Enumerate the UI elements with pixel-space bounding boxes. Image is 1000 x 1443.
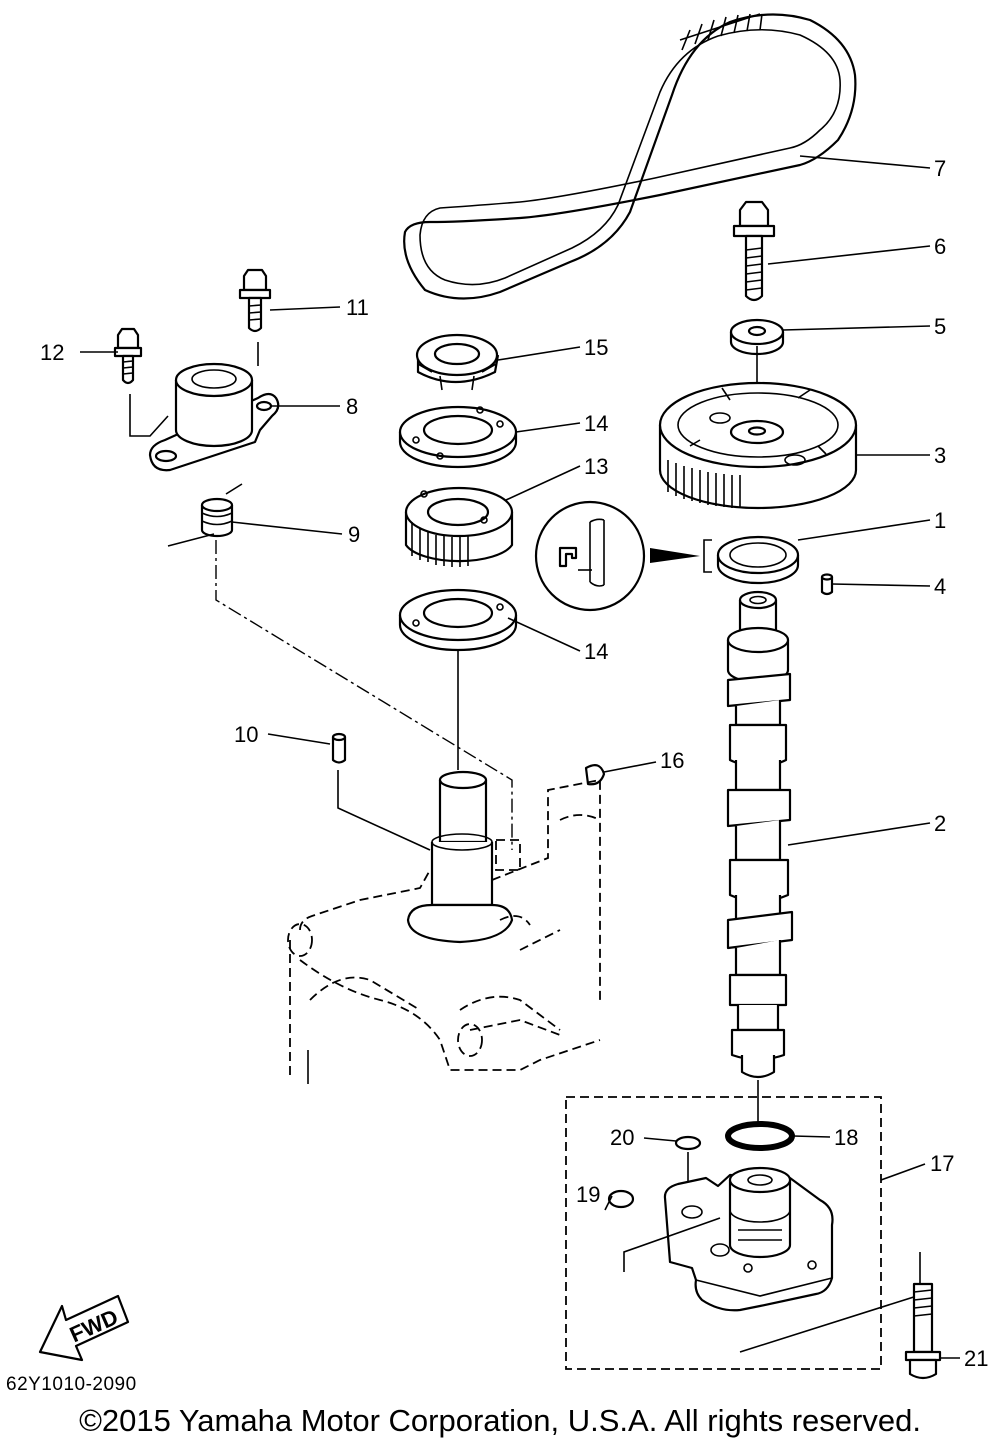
oil-seal xyxy=(716,535,800,585)
label-part-9: 9 xyxy=(348,522,360,547)
tensioner-stopper-bolt xyxy=(113,327,143,385)
label-part-10: 10 xyxy=(234,722,258,747)
label-part-21: 21 xyxy=(964,1346,988,1371)
forward-direction-arrow: FWD xyxy=(38,1294,130,1362)
label-part-13: 13 xyxy=(584,454,608,479)
dowel-pin-crankcase xyxy=(331,732,347,764)
oil-pump-assembly-box xyxy=(565,1096,882,1370)
o-ring-small-upper xyxy=(674,1135,702,1151)
label-part-3: 3 xyxy=(934,443,946,468)
camshaft-pulley xyxy=(658,381,858,510)
camshaft xyxy=(726,590,794,1079)
woodruff-key xyxy=(584,763,606,786)
label-part-19: 19 xyxy=(576,1182,600,1207)
tensioner-bolt xyxy=(238,268,272,333)
washer xyxy=(729,318,785,356)
label-part-14-lower: 14 xyxy=(584,639,608,664)
driven-sprocket-plate-upper xyxy=(398,405,518,469)
part-number-labels: 7 6 5 3 1 4 2 11 12 8 9 10 15 14 13 14 1… xyxy=(40,156,988,1371)
label-part-1: 1 xyxy=(934,508,946,533)
copyright-notice: ©2015 Yamaha Motor Corporation, U.S.A. A… xyxy=(79,1403,921,1438)
spring xyxy=(200,497,234,538)
label-part-6: 6 xyxy=(934,234,946,259)
label-part-14-upper: 14 xyxy=(584,411,608,436)
driven-sprocket-plate-lower xyxy=(398,588,518,652)
label-part-18: 18 xyxy=(834,1125,858,1150)
label-part-2: 2 xyxy=(934,811,946,836)
flywheel-nut xyxy=(415,333,500,391)
leader-lines xyxy=(80,155,960,1359)
label-part-4: 4 xyxy=(934,574,946,599)
camshaft-pulley-bolt xyxy=(732,200,776,302)
o-ring-large xyxy=(725,1121,795,1151)
dowel-pin xyxy=(820,573,834,596)
driven-sprocket xyxy=(404,486,514,567)
label-part-8: 8 xyxy=(346,394,358,419)
label-part-16: 16 xyxy=(660,748,684,773)
o-ring-small-lower xyxy=(607,1189,635,1209)
label-part-20: 20 xyxy=(610,1125,634,1150)
belt-tensioner xyxy=(148,362,280,472)
label-part-11: 11 xyxy=(346,295,369,320)
label-part-12: 12 xyxy=(40,340,64,365)
crankshaft xyxy=(406,770,514,944)
diagram-code: 62Y1010-2090 xyxy=(6,1374,137,1395)
seal-detail-view xyxy=(534,500,646,612)
label-part-17: 17 xyxy=(930,1151,954,1176)
timing-belt xyxy=(403,13,857,300)
label-part-5: 5 xyxy=(934,314,946,339)
oil-pump xyxy=(663,1166,834,1312)
oil-pump-bolt xyxy=(904,1282,942,1380)
label-part-15: 15 xyxy=(584,335,608,360)
label-part-7: 7 xyxy=(934,156,946,181)
cylinder-block-outline xyxy=(287,778,601,1080)
